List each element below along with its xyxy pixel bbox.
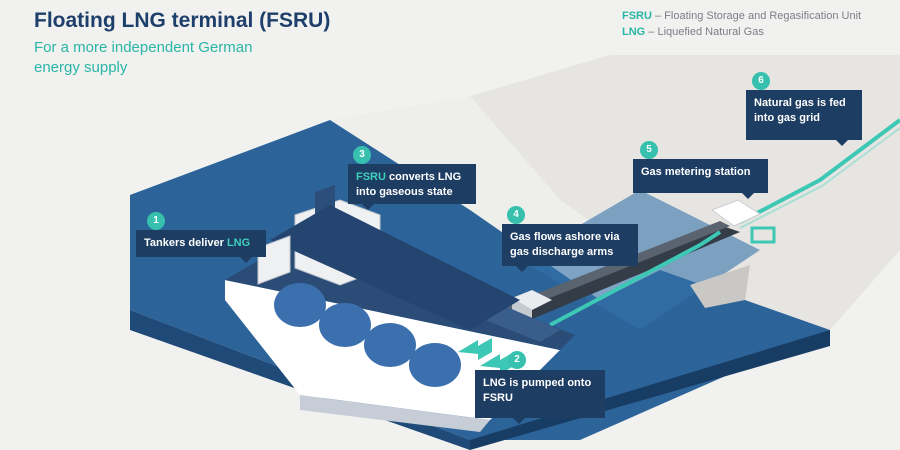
step-2-text: LNG is pumped onto FSRU xyxy=(483,377,592,404)
step-5-label: Gas metering station xyxy=(633,159,768,199)
legend-abbr: FSRU xyxy=(622,10,652,22)
step-2-badge: 2 xyxy=(508,351,526,369)
step-1-highlight: LNG xyxy=(226,237,251,249)
pipeline-grid-rail xyxy=(739,127,900,229)
legend-item-fsru: FSRU – Floating Storage and Regasificati… xyxy=(622,8,861,24)
lng-tank-3 xyxy=(364,323,416,367)
tanker-hull xyxy=(270,205,520,330)
metering-station xyxy=(710,199,762,227)
water-front-right xyxy=(470,330,830,450)
flow-arrow-left xyxy=(458,338,492,360)
step-1-label: Tankers deliver LNG xyxy=(136,230,266,263)
step-3-badge: 3 xyxy=(353,146,371,164)
step-5-text: Gas metering station xyxy=(641,166,751,178)
metering-loop xyxy=(750,226,776,244)
page-title: Floating LNG terminal (FSRU) xyxy=(34,9,331,32)
step-3-text-end: converts LNG into gaseous state xyxy=(356,171,462,198)
lng-tank-4 xyxy=(409,343,461,387)
step-5-badge: 5 xyxy=(640,141,658,159)
discharge-arms-house xyxy=(512,290,552,310)
tanker-bridge xyxy=(257,235,291,285)
step-4-text: Gas flows ashore via gas discharge arms xyxy=(510,231,620,258)
lng-tank-1 xyxy=(274,283,326,327)
step-6-label: Natural gas is fed into gas grid xyxy=(746,90,862,146)
jetty-deck xyxy=(505,221,730,312)
legend-text: – Floating Storage and Regasification Un… xyxy=(651,10,862,22)
step-6-badge: 6 xyxy=(752,72,770,90)
step-1-text: Tankers deliver xyxy=(144,237,227,249)
breakwater xyxy=(690,265,750,308)
jetty xyxy=(505,225,740,322)
legend-item-lng: LNG – Liquefied Natural Gas xyxy=(622,24,861,40)
step-3-highlight: FSRU xyxy=(356,171,386,183)
step-3-label: FSRU converts LNG into gaseous state xyxy=(348,164,476,210)
flow-arrow-right xyxy=(480,352,514,374)
fsru-hull-bottom xyxy=(300,395,490,432)
abbreviation-legend: FSRU – Floating Storage and Regasificati… xyxy=(622,8,861,40)
legend-text: – Liquefied Natural Gas xyxy=(645,26,764,38)
step-1-badge: 1 xyxy=(147,212,165,230)
step-4-label: Gas flows ashore via gas discharge arms xyxy=(502,224,638,272)
page-subtitle: For a more independent German energy sup… xyxy=(34,39,253,76)
step-4-badge: 4 xyxy=(507,206,525,224)
pipeline-shore xyxy=(549,230,722,327)
legend-abbr: LNG xyxy=(622,26,646,38)
step-2-label: LNG is pumped onto FSRU xyxy=(475,370,605,424)
pipeline-grid xyxy=(739,118,900,224)
lng-tank-2 xyxy=(319,303,371,347)
step-6-text: Natural gas is fed into gas grid xyxy=(754,97,846,124)
